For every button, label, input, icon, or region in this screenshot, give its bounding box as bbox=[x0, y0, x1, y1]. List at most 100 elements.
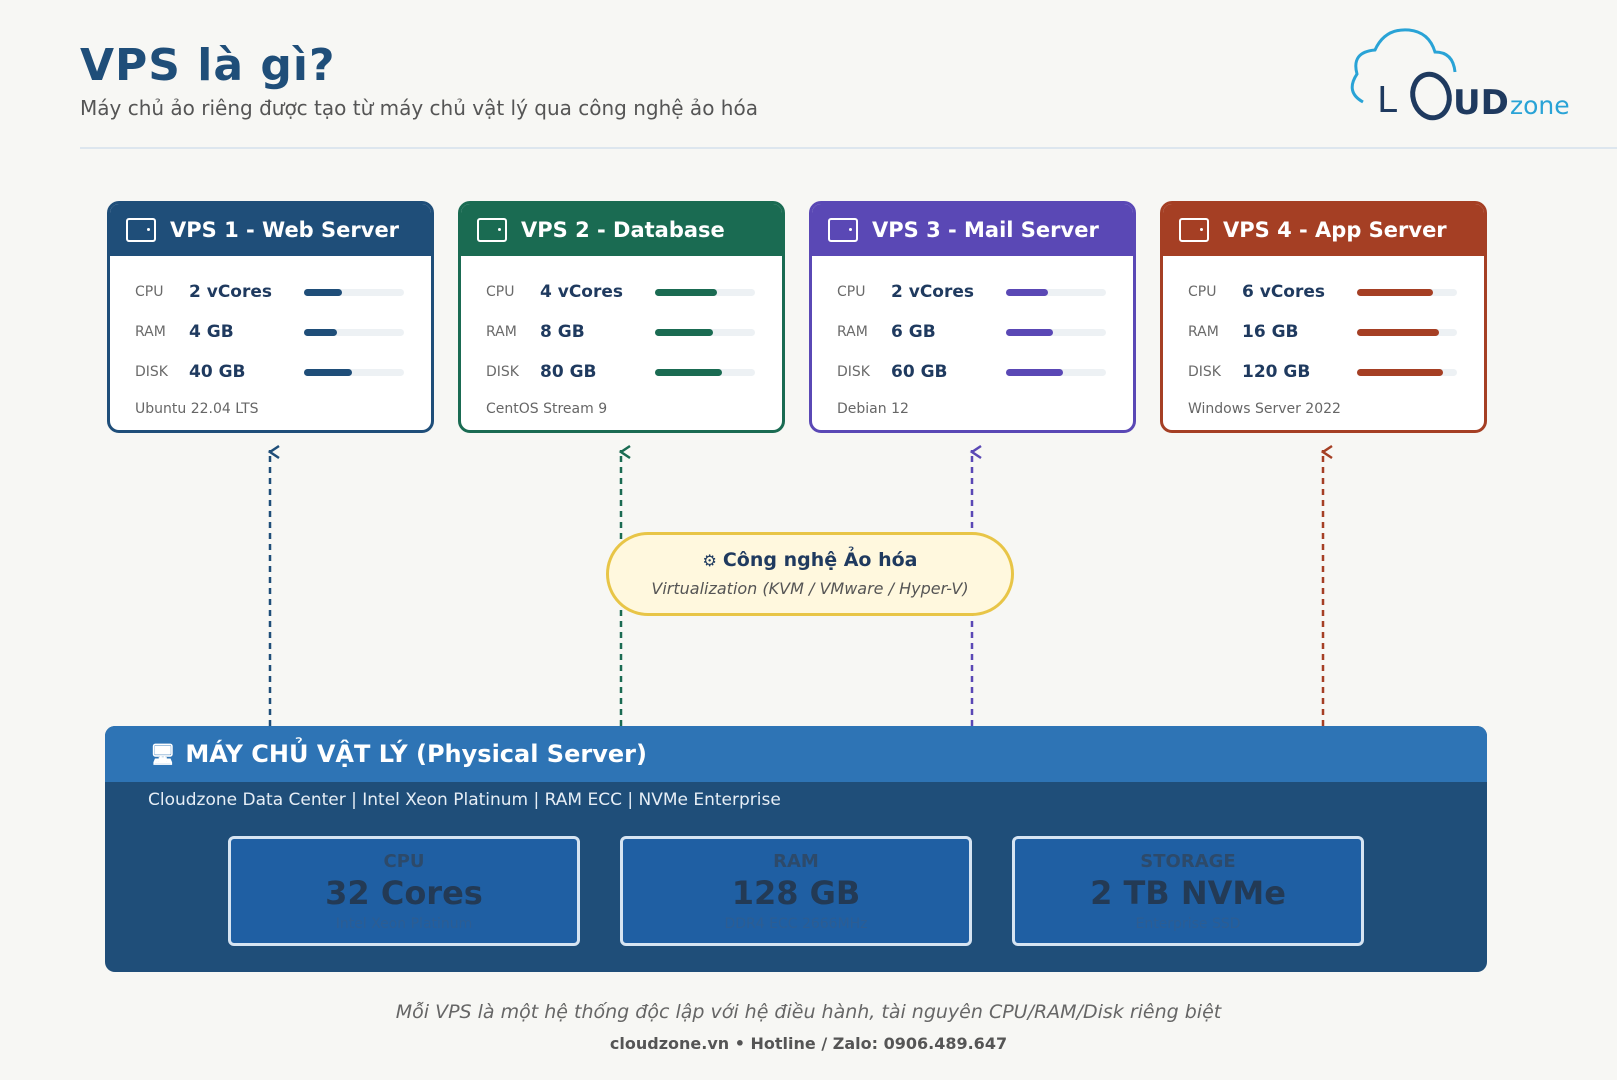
spec-bar-fill bbox=[1006, 288, 1048, 296]
connector-arrow-icon bbox=[969, 444, 982, 460]
vps-card-header: VPS 4 - App Server bbox=[1163, 204, 1484, 256]
spec-bar bbox=[304, 328, 404, 336]
vps-server-icon bbox=[126, 218, 156, 242]
spec-bar-fill bbox=[1006, 368, 1063, 376]
spec-key: CPU bbox=[135, 284, 164, 300]
spec-bar bbox=[1357, 328, 1457, 336]
spec-row-disk: DISK 80 GB bbox=[486, 361, 766, 383]
spec-row-disk: DISK 120 GB bbox=[1188, 361, 1468, 383]
spec-bar-fill bbox=[1006, 328, 1053, 336]
spec-row-disk: DISK 60 GB bbox=[837, 361, 1117, 383]
spec-bar bbox=[655, 288, 755, 296]
spec-bar-fill bbox=[655, 368, 722, 376]
spec-row-ram: RAM 6 GB bbox=[837, 321, 1117, 343]
physical-server-header: 🖥 MÁY CHỦ VẬT LÝ (Physical Server) bbox=[105, 726, 1487, 782]
spec-bar bbox=[1006, 368, 1106, 376]
spec-value: 2 vCores bbox=[891, 282, 975, 302]
footer-note: Mỗi VPS là một hệ thống độc lập với hệ đ… bbox=[395, 1001, 1222, 1023]
vps-os-label: Windows Server 2022 bbox=[1188, 401, 1341, 417]
spec-value: 2 vCores bbox=[189, 282, 273, 302]
spec-value: 40 GB bbox=[189, 362, 246, 382]
resource-note: Intel Xeon Platinum bbox=[335, 916, 473, 932]
spec-value: 120 GB bbox=[1242, 362, 1311, 382]
spec-key: RAM bbox=[1188, 324, 1219, 340]
spec-bar bbox=[655, 368, 755, 376]
footer-contact: cloudzone.vn • Hotline / Zalo: 0906.489.… bbox=[609, 1034, 1008, 1053]
spec-value: 80 GB bbox=[540, 362, 597, 382]
connector-arrow-icon bbox=[1320, 444, 1333, 460]
resource-card-storage: STORAGE 2 TB NVMe Enterprise SSD bbox=[1012, 836, 1364, 946]
logo-letters-ud: UD bbox=[1453, 83, 1509, 123]
resource-value: 128 GB bbox=[731, 874, 861, 912]
spec-value: 8 GB bbox=[540, 322, 585, 342]
vps-card-header: VPS 3 - Mail Server bbox=[812, 204, 1133, 256]
spec-bar-fill bbox=[1357, 368, 1443, 376]
vps-os-label: Ubuntu 22.04 LTS bbox=[135, 401, 259, 417]
spec-value: 6 GB bbox=[891, 322, 936, 342]
vps-card-header: VPS 1 - Web Server bbox=[110, 204, 431, 256]
spec-value: 4 GB bbox=[189, 322, 234, 342]
spec-key: CPU bbox=[1188, 284, 1217, 300]
spec-bar bbox=[304, 288, 404, 296]
vps-card-mail-server[interactable]: VPS 3 - Mail Server CPU 2 vCores RAM 6 G… bbox=[809, 201, 1136, 433]
vps-card-title: VPS 2 - Database bbox=[521, 218, 725, 242]
resource-label: CPU bbox=[383, 851, 425, 872]
spec-key: RAM bbox=[486, 324, 517, 340]
gear-icon: ⚙ bbox=[702, 551, 717, 570]
spec-key: DISK bbox=[135, 364, 168, 380]
vps-os-label: CentOS Stream 9 bbox=[486, 401, 608, 417]
page-title: VPS là gì? bbox=[80, 40, 336, 91]
spec-bar-fill bbox=[304, 288, 342, 296]
vps-server-icon bbox=[477, 218, 507, 242]
page-subtitle: Máy chủ ảo riêng được tạo từ máy chủ vật… bbox=[80, 96, 758, 120]
header-divider bbox=[80, 147, 1617, 149]
connector-arrow-icon bbox=[267, 444, 280, 460]
spec-row-cpu: CPU 6 vCores bbox=[1188, 281, 1468, 303]
spec-value: 60 GB bbox=[891, 362, 948, 382]
spec-bar bbox=[1006, 328, 1106, 336]
spec-row-cpu: CPU 4 vCores bbox=[486, 281, 766, 303]
spec-key: DISK bbox=[1188, 364, 1221, 380]
connector-arrow-icon bbox=[618, 444, 631, 460]
resource-card-cpu: CPU 32 Cores Intel Xeon Platinum bbox=[228, 836, 580, 946]
resource-note: DDR4 ECC 2666MHz bbox=[724, 916, 868, 932]
virtualization-title: Công nghệ Ảo hóa bbox=[722, 549, 918, 571]
spec-value: 6 vCores bbox=[1242, 282, 1326, 302]
vps-server-icon bbox=[1179, 218, 1209, 242]
spec-key: RAM bbox=[837, 324, 868, 340]
resource-label: STORAGE bbox=[1140, 851, 1236, 872]
vps-card-title: VPS 4 - App Server bbox=[1223, 218, 1447, 242]
spec-bar bbox=[655, 328, 755, 336]
vps-card-database[interactable]: VPS 2 - Database CPU 4 vCores RAM 8 GB D… bbox=[458, 201, 785, 433]
vps-card-app-server[interactable]: VPS 4 - App Server CPU 6 vCores RAM 16 G… bbox=[1160, 201, 1487, 433]
logo-suffix: zone bbox=[1510, 91, 1570, 120]
spec-bar-fill bbox=[304, 328, 337, 336]
cloudzone-logo: L UD zone bbox=[1350, 28, 1570, 123]
spec-row-ram: RAM 4 GB bbox=[135, 321, 415, 343]
physical-server-panel: 🖥 MÁY CHỦ VẬT LÝ (Physical Server) Cloud… bbox=[105, 726, 1487, 972]
spec-row-ram: RAM 8 GB bbox=[486, 321, 766, 343]
spec-bar-fill bbox=[1357, 328, 1439, 336]
spec-key: DISK bbox=[837, 364, 870, 380]
resource-value: 2 TB NVMe bbox=[1090, 874, 1286, 912]
resource-label: RAM bbox=[773, 851, 819, 872]
spec-bar bbox=[304, 368, 404, 376]
spec-bar bbox=[1357, 288, 1457, 296]
spec-key: DISK bbox=[486, 364, 519, 380]
resource-note: Enterprise SSD bbox=[1135, 916, 1241, 932]
spec-bar bbox=[1006, 288, 1106, 296]
spec-bar-fill bbox=[1357, 288, 1433, 296]
spec-row-ram: RAM 16 GB bbox=[1188, 321, 1468, 343]
vps-server-icon bbox=[828, 218, 858, 242]
spec-value: 4 vCores bbox=[540, 282, 624, 302]
virtualization-title-row: ⚙ Công nghệ Ảo hóa bbox=[609, 549, 1011, 571]
vps-os-label: Debian 12 bbox=[837, 401, 909, 417]
vps-card-header: VPS 2 - Database bbox=[461, 204, 782, 256]
resource-card-ram: RAM 128 GB DDR4 ECC 2666MHz bbox=[620, 836, 972, 946]
virtualization-badge: ⚙Công nghệ Ảo hóa Virtualization (KVM / … bbox=[606, 532, 1014, 616]
logo-letter-l: L bbox=[1377, 80, 1397, 121]
spec-row-disk: DISK 40 GB bbox=[135, 361, 415, 383]
spec-row-cpu: CPU 2 vCores bbox=[837, 281, 1117, 303]
vps-card-web-server[interactable]: VPS 1 - Web Server CPU 2 vCores RAM 4 GB… bbox=[107, 201, 434, 433]
spec-key: RAM bbox=[135, 324, 166, 340]
